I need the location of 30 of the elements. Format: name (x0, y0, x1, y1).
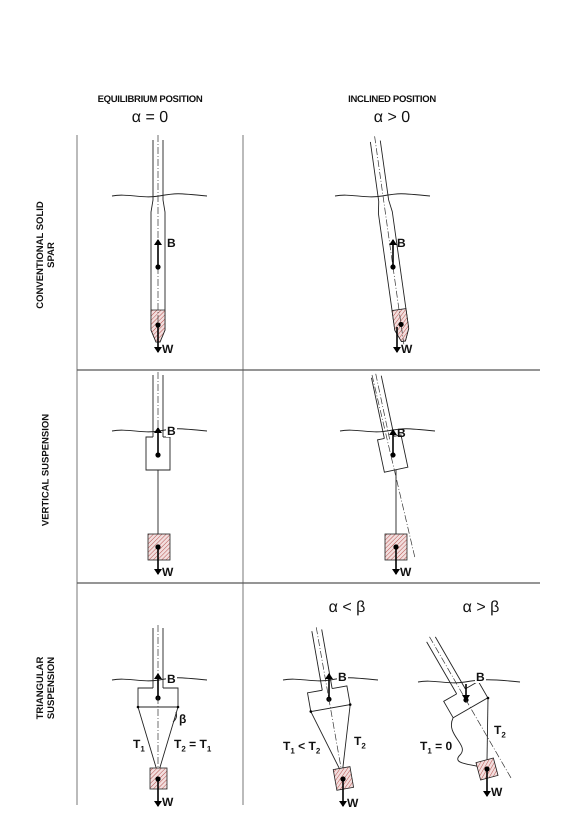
force-label: B (397, 427, 406, 439)
row-header: CONVENTIONAL SOLID SPAR (36, 200, 58, 311)
force-label: B (166, 673, 177, 685)
force-label: W (347, 797, 358, 809)
angle-label: α > 0 (374, 110, 410, 126)
force-label: B (397, 237, 406, 249)
force-label: W (491, 786, 502, 798)
force-label: T$_{1}$ (133, 738, 145, 754)
force-label: W (162, 343, 174, 355)
angle-label: α = 0 (132, 110, 168, 126)
force-label: T$_{1}$ < T$_{2}$ (283, 740, 320, 756)
force-label: W (401, 343, 412, 355)
force-label: W (162, 566, 174, 578)
force-label: W (400, 566, 412, 578)
condition-label: α > β (462, 600, 500, 616)
force-label: T$_{1}$ = 0 (420, 740, 452, 756)
condition-label: α < β (328, 600, 366, 616)
force-label: B (337, 671, 348, 683)
row-header: TRIANGULAR SUSPENSION (36, 656, 58, 722)
force-label: B (166, 425, 177, 437)
force-label: T$_{2}$ (494, 724, 506, 740)
force-label: T$_{2}$ (354, 735, 366, 750)
column-header: INCLINED POSITION (348, 95, 436, 104)
force-label: W (162, 796, 174, 808)
force-label: B (475, 671, 486, 683)
force-label: B (166, 237, 177, 249)
column-header: EQUILIBRIUM POSITION (98, 95, 202, 104)
row-header: VERTICAL SUSPENSION (42, 412, 52, 528)
force-label: T$_{2}$ = T$_{1}$ (174, 738, 212, 754)
angle-label: β (179, 713, 186, 725)
